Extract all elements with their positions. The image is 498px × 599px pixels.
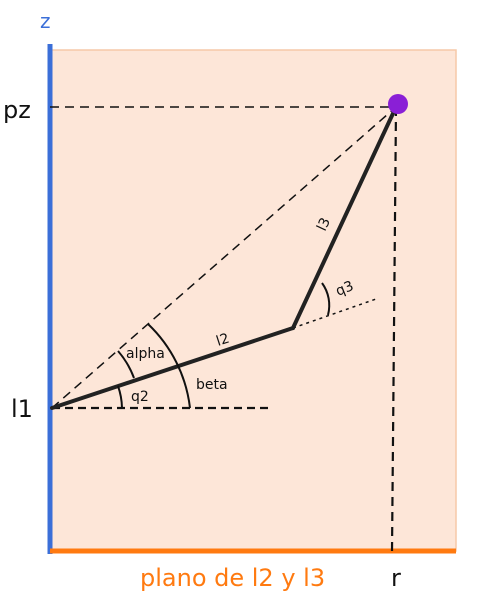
pz-label: pz [3, 96, 31, 124]
l2-label: l2 [214, 331, 231, 350]
r-axis-label: r [391, 564, 401, 592]
q3-arc [321, 282, 331, 316]
plane-background [49, 49, 457, 552]
alpha-label: alpha [126, 346, 165, 362]
link-l2-extension-dashed [292, 298, 377, 329]
q2-label: q2 [131, 389, 149, 405]
base-to-end-dashed [51, 106, 397, 409]
alpha-arc [117, 350, 135, 379]
z-axis-label: z [40, 9, 51, 33]
end-effector-point [388, 94, 408, 114]
q3-label: q3 [334, 278, 356, 300]
l1-label: l1 [11, 395, 33, 423]
beta-label: beta [196, 377, 228, 393]
link-l3 [291, 105, 398, 330]
q2-arc [117, 385, 123, 409]
beta-arc [147, 323, 191, 409]
l3-label: l3 [314, 215, 334, 233]
plane-label: plano de l2 y l3 [140, 564, 325, 592]
link-l2 [50, 326, 295, 410]
